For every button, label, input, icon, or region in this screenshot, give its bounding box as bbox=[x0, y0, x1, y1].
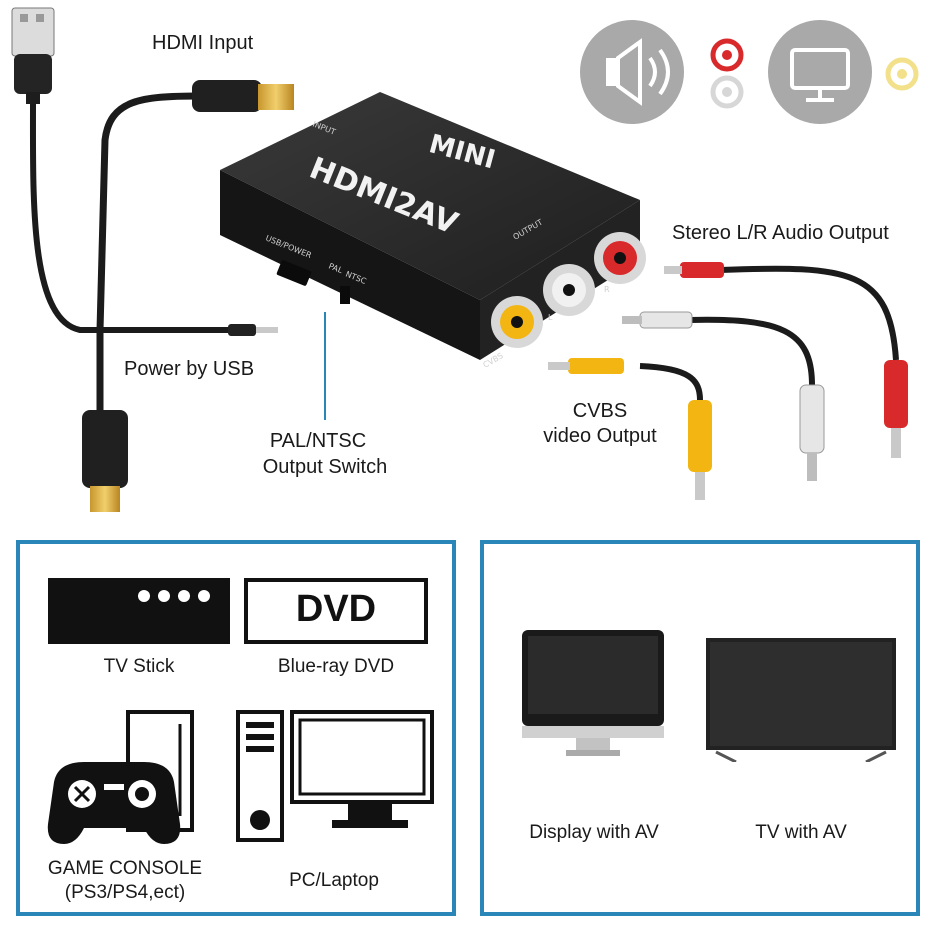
display-devices-panel: Display with AV TV with AV bbox=[480, 540, 920, 916]
console-label-line2: (PS3/PS4,ect) bbox=[64, 882, 186, 903]
hdmi-plug-top bbox=[192, 80, 294, 112]
pc-icon bbox=[236, 710, 434, 842]
source-devices-panel: TV Stick DVD Blue-ray DVD GAME CONSOLE (… bbox=[16, 540, 456, 916]
svg-text:L: L bbox=[548, 313, 553, 322]
switch-label-line1: PAL/NTSC bbox=[269, 430, 367, 452]
pc-label: PC/Laptop bbox=[289, 870, 379, 891]
stereo-output-label: Stereo L/R Audio Output bbox=[672, 222, 889, 244]
cvbs-label-line2: video Output bbox=[543, 425, 657, 447]
flat-tv-icon bbox=[706, 638, 896, 762]
hdmi-input-label: HDMI Input bbox=[152, 32, 254, 54]
tv-stick-label: TV Stick bbox=[103, 656, 175, 677]
speaker-icon bbox=[580, 20, 684, 124]
display-label: Display with AV bbox=[529, 822, 659, 843]
cvbs-label-line1: CVBS bbox=[572, 400, 628, 422]
game-console-icon bbox=[47, 710, 194, 844]
dvd-screen-text: DVD bbox=[295, 588, 377, 630]
rca-yellow-icon bbox=[885, 57, 919, 91]
monitor-icon bbox=[768, 20, 872, 124]
rca-red-white-icon bbox=[710, 38, 744, 109]
svg-text:R: R bbox=[604, 285, 610, 294]
dvd-player-icon bbox=[244, 578, 428, 644]
tv-av-label: TV with AV bbox=[755, 822, 847, 843]
rca-jack-white bbox=[543, 264, 595, 316]
switch-label-line2: Output Switch bbox=[262, 456, 388, 478]
converter-box: MINI HDMI2AV INPUT OUTPUT USB/POWER PAL … bbox=[220, 92, 646, 370]
hdmi-plug-bottom bbox=[82, 410, 128, 512]
rca-jack-red bbox=[594, 232, 646, 284]
usb-plug-icon bbox=[11, 7, 55, 104]
converter-illustration: MINI HDMI2AV INPUT OUTPUT USB/POWER PAL … bbox=[11, 7, 919, 512]
imac-display-icon bbox=[522, 630, 664, 756]
tv-stick-icon bbox=[48, 578, 230, 644]
console-label-line1: GAME CONSOLE bbox=[47, 858, 203, 879]
rca-jack-yellow bbox=[491, 296, 543, 348]
dvd-label: Blue-ray DVD bbox=[277, 656, 395, 677]
power-usb-label: Power by USB bbox=[124, 358, 255, 380]
